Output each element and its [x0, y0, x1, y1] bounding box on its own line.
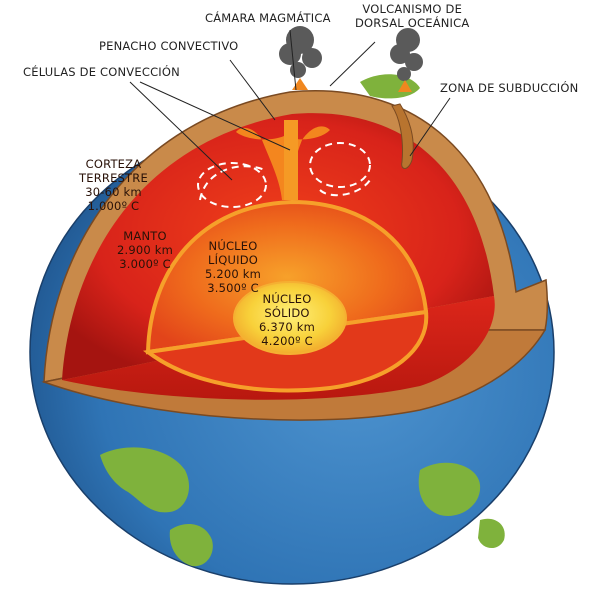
label-corteza: CORTEZA TERRESTRE 30-60 km 1.000º C — [79, 157, 148, 213]
label-nucleo-liquido: NÚCLEO LÍQUIDO 5.200 km 3.500º C — [205, 239, 262, 295]
label-pointers — [129, 29, 451, 181]
volcano-smoke — [279, 26, 423, 81]
convective-plume — [236, 120, 330, 200]
inner-core — [233, 281, 347, 355]
label-manto: MANTO 2.900 km 3.000º C — [117, 229, 174, 271]
label-zona-subduccion: ZONA DE SUBDUCCIÓN — [440, 81, 579, 95]
label-nucleo-solido: NÚCLEO SÓLIDO 6.370 km 4.200º C — [259, 292, 316, 348]
subduction-zone — [391, 103, 414, 169]
convection-cells — [197, 142, 371, 208]
label-penacho-convectivo: PENACHO CONVECTIVO — [99, 39, 239, 53]
label-volcanismo-dorsal: VOLCANISMO DE DORSAL OCEÁNICA — [355, 2, 470, 30]
label-camara-magmatica: CÁMARA MAGMÁTICA — [205, 11, 331, 25]
label-celulas-conveccion: CÉLULAS DE CONVECCIÓN — [23, 65, 180, 79]
